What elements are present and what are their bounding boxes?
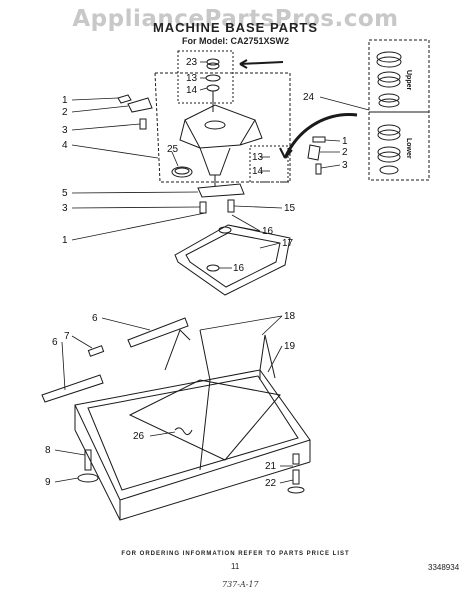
inset-upper-label: Upper	[405, 70, 412, 91]
callout-15: 15	[284, 203, 296, 214]
callout-6: 6	[92, 313, 98, 324]
callout-6b: 6	[52, 337, 58, 348]
bearing-stack	[205, 58, 221, 112]
spring-part	[174, 427, 193, 436]
callout-1: 1	[62, 95, 68, 106]
watermark: AppliancePartsPros.com	[72, 6, 399, 32]
inset-lower-label: Lower	[405, 138, 412, 159]
callout-16b: 16	[233, 263, 245, 274]
curved-arrow	[283, 113, 358, 159]
upper-bearing-rings	[376, 51, 402, 108]
callout-8: 8	[45, 445, 51, 456]
model-number: For Model: CA2751XSW2	[181, 36, 290, 46]
callout-3: 3	[62, 125, 68, 136]
callout-22: 22	[265, 478, 277, 489]
callout-1b: 1	[62, 235, 68, 246]
leader-lines	[54, 61, 370, 484]
callout-1c: 1	[342, 136, 348, 147]
drive-coupling-parts	[197, 183, 245, 214]
diagram-title: MACHINE BASE PARTS	[152, 20, 319, 35]
callout-16: 16	[262, 226, 274, 237]
pointer-arrow-top	[239, 59, 284, 69]
callout-13b: 13	[252, 152, 264, 163]
leveling-foot-left	[77, 449, 99, 483]
page-number: 11	[231, 562, 240, 571]
callout-19: 19	[284, 341, 296, 352]
callout-23: 23	[186, 57, 198, 68]
handwritten-note: 737-A-17	[222, 580, 259, 589]
callout-26: 26	[133, 431, 145, 442]
ordering-note: FOR ORDERING INFORMATION REFER TO PARTS …	[121, 551, 350, 557]
document-number: 3348934	[428, 563, 460, 572]
callout-25: 25	[167, 144, 179, 155]
callout-5: 5	[62, 188, 68, 199]
bearing-stack-box	[177, 50, 234, 104]
base-frame	[74, 329, 311, 521]
callout-17: 17	[282, 238, 294, 249]
callout-9: 9	[45, 477, 51, 488]
side-rail-left	[41, 374, 104, 403]
callout-3b: 3	[62, 203, 68, 214]
seal-ring	[171, 166, 193, 178]
callout-labels: 1 2 3 4 5 3 1 23 13 14 25 13 14 1 2 3 15…	[45, 57, 348, 489]
right-bracket-parts	[307, 136, 326, 175]
side-bearing-box	[249, 145, 289, 183]
bushing-part	[87, 345, 105, 357]
leveling-foot-right	[287, 453, 305, 494]
callout-13: 13	[186, 73, 198, 84]
lower-bearing-rings	[377, 124, 401, 175]
callout-4: 4	[62, 140, 68, 151]
callout-2: 2	[62, 107, 68, 118]
callout-14b: 14	[252, 166, 264, 177]
callout-7: 7	[64, 331, 70, 342]
side-rail-upper	[127, 317, 189, 348]
callout-18: 18	[284, 311, 296, 322]
callout-3c: 3	[342, 160, 348, 171]
callout-24: 24	[303, 92, 315, 103]
callout-14: 14	[186, 85, 198, 96]
left-bracket-parts	[117, 94, 153, 130]
assembly-box-outline	[154, 72, 291, 183]
callout-21: 21	[265, 461, 277, 472]
callout-2b: 2	[342, 147, 348, 158]
gearcase	[179, 104, 263, 186]
